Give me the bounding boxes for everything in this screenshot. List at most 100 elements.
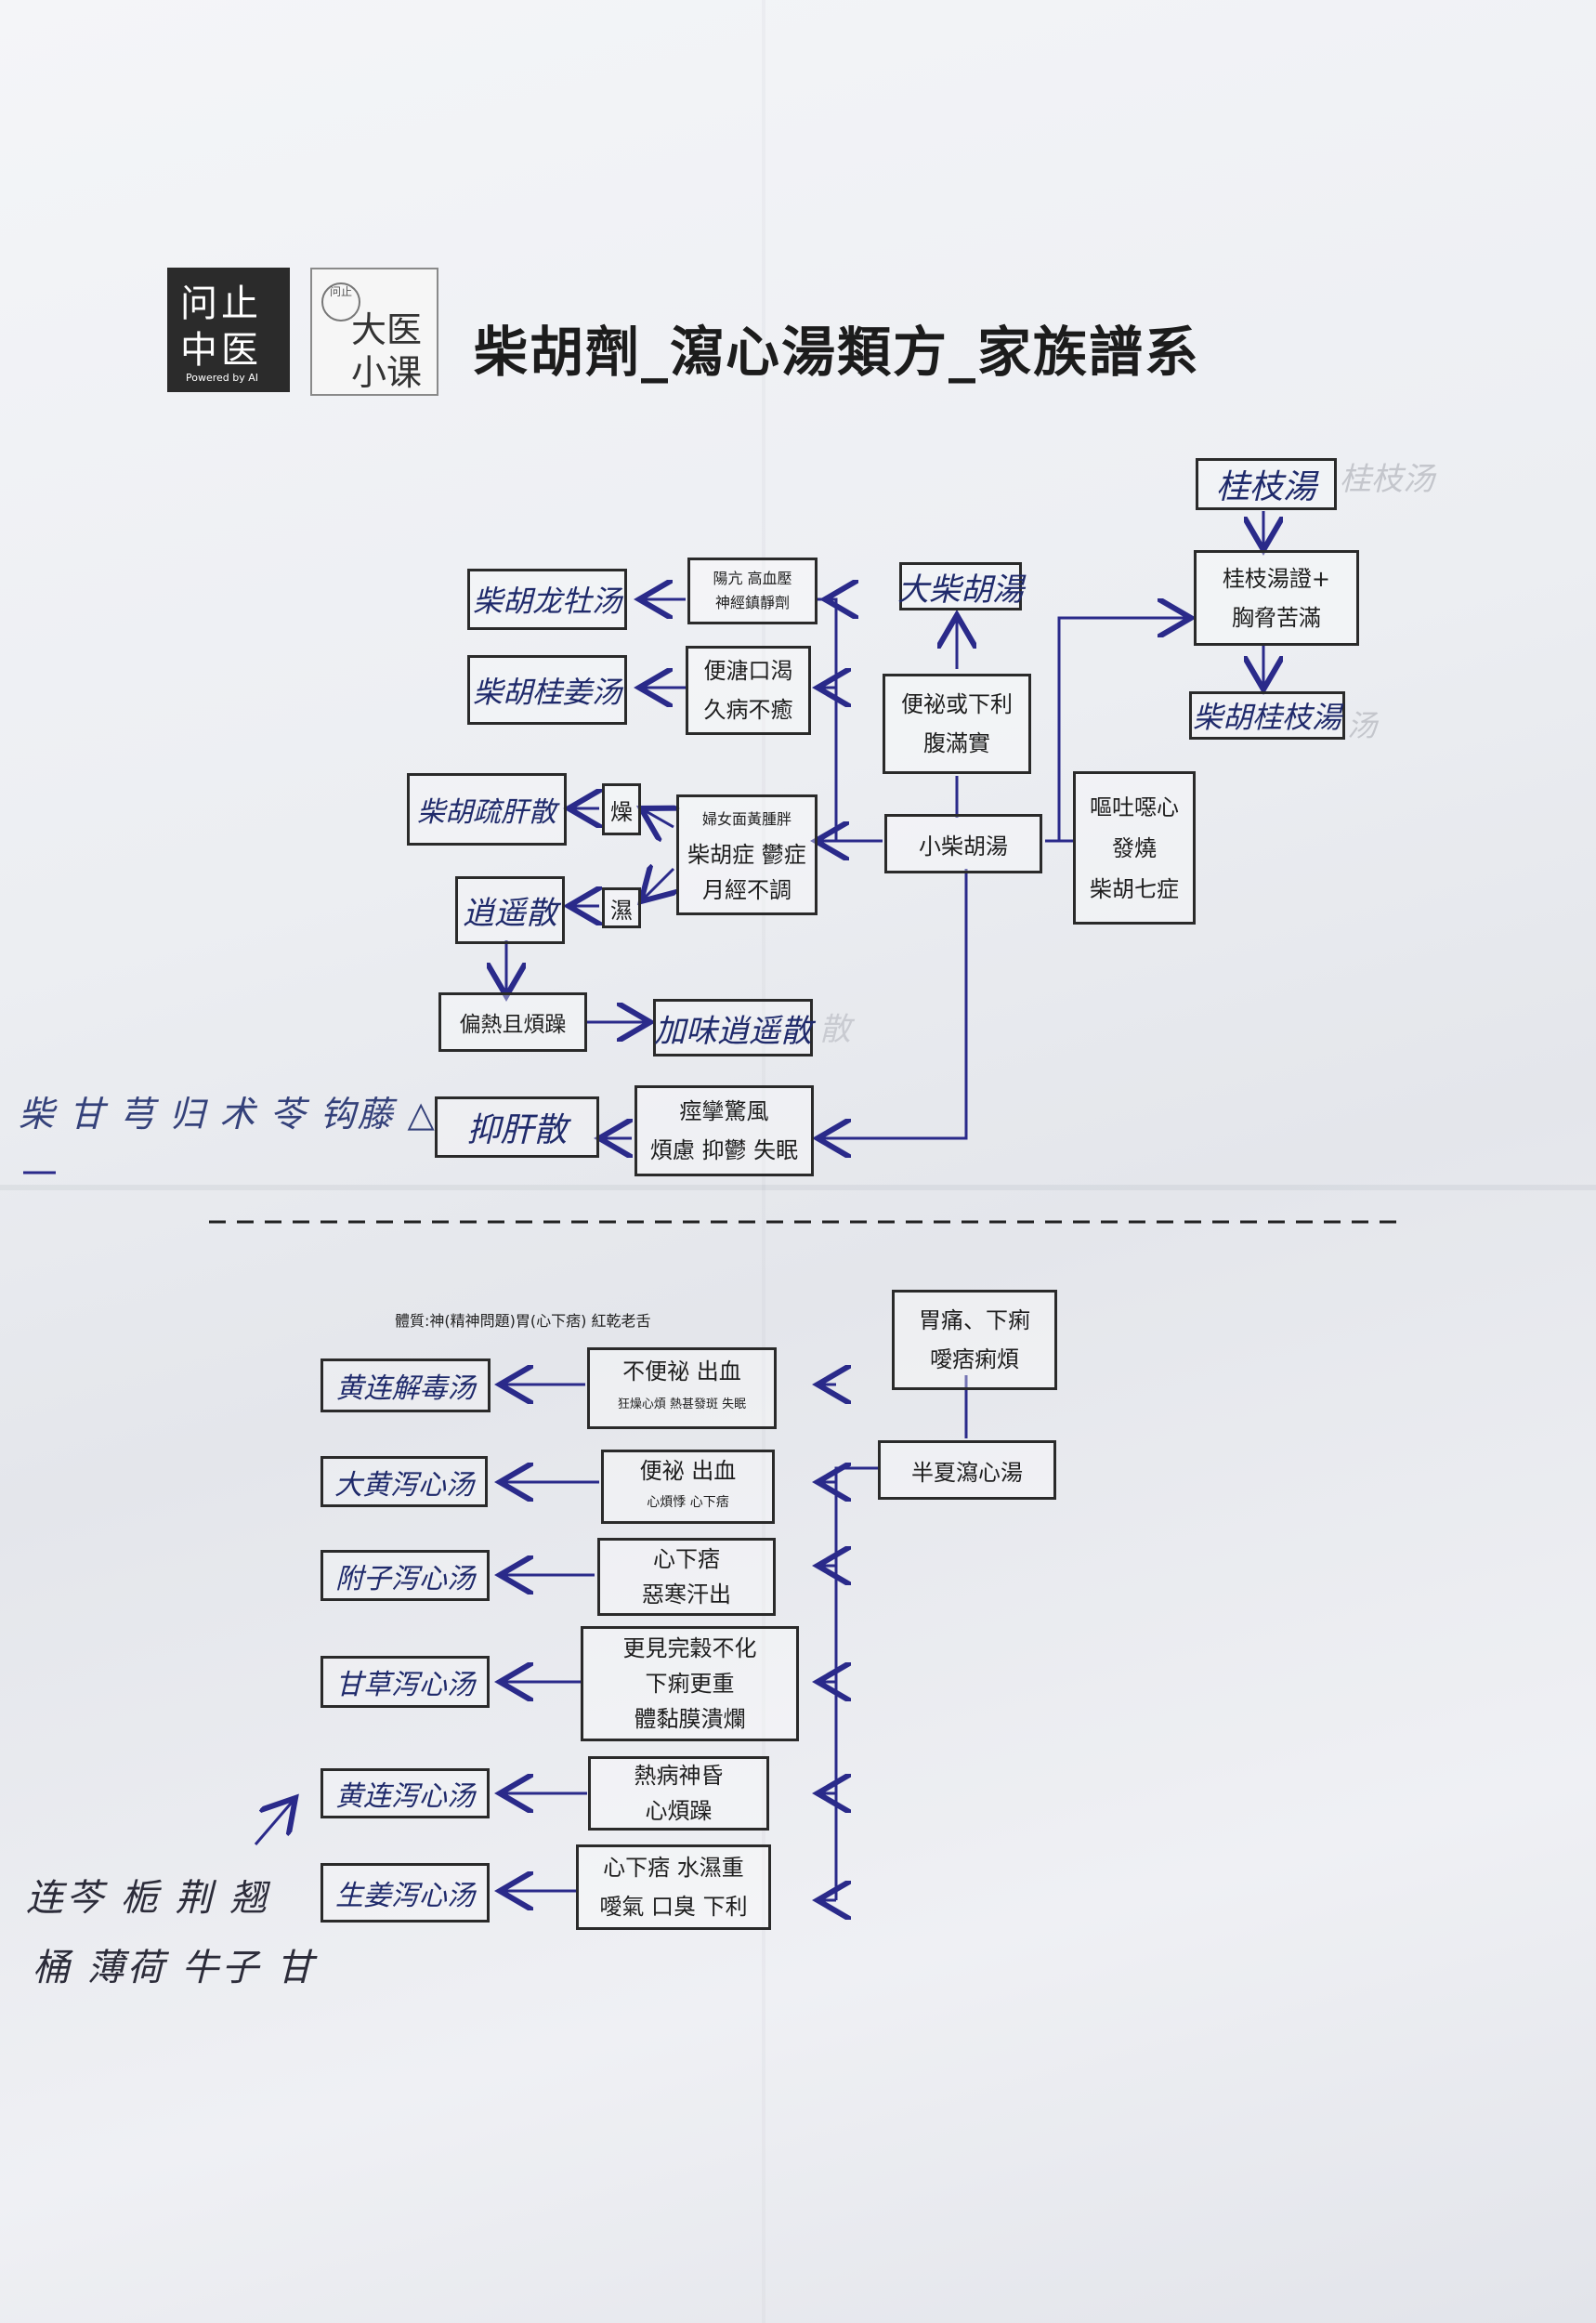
tizhi-label: 體質:神(精神問題)胃(心下痞) 紅乾老舌 bbox=[395, 1312, 651, 1330]
cond-6-line1: 心下痞 水濕重 bbox=[603, 1855, 744, 1881]
outu-line2: 發燒 bbox=[1112, 834, 1157, 861]
herb-note-line2: 桶 薄荷 牛子 甘 bbox=[33, 1947, 317, 1989]
bianqing-line1: 便溏口渴 bbox=[703, 658, 793, 684]
cond-row-5: 熱病神昏 心煩躁 bbox=[588, 1756, 769, 1831]
box-jingluan: 痙攣驚風 煩慮 抑鬱 失眠 bbox=[634, 1085, 814, 1176]
cond-row-2: 便祕 出血 心煩悸 心下痞 bbox=[601, 1450, 775, 1524]
box-bianmi: 便祕或下利 腹滿實 bbox=[883, 674, 1031, 774]
margin-note-yigan: 柴 甘 芎 归 术 苓 钩藤 △ bbox=[19, 1094, 437, 1135]
cond-row-1: 不便祕 出血 狂燥心煩 熱甚發斑 失眠 bbox=[587, 1347, 777, 1429]
box-zao: 燥 bbox=[602, 783, 641, 835]
outu-line3: 柴胡七症 bbox=[1090, 875, 1179, 902]
xiaoyao-label: 逍遥散 bbox=[463, 895, 557, 932]
herb-note-line1: 连芩 栀 荆 翘 bbox=[26, 1877, 270, 1920]
funu-line2: 柴胡症 鬱症 bbox=[687, 842, 806, 868]
cond-6-line2: 噯氣 口臭 下利 bbox=[599, 1894, 748, 1920]
banxia-label: 半夏瀉心湯 bbox=[911, 1459, 1023, 1486]
cond-row-3: 心下痞 惡寒汗出 bbox=[597, 1538, 776, 1616]
paper-fold bbox=[0, 1185, 1596, 1190]
cond-row-6: 心下痞 水濕重 噯氣 口臭 下利 bbox=[576, 1844, 771, 1930]
box-weitong: 胃痛、下痢 噯痞痢煩 bbox=[892, 1290, 1057, 1390]
formula-row-5: 黄连泻心汤 bbox=[321, 1768, 490, 1818]
jiawei-faint-text: 散 bbox=[819, 1011, 851, 1048]
weitong-line2: 噯痞痢煩 bbox=[930, 1346, 1019, 1372]
guizhi-faint-text: 桂枝汤 bbox=[1340, 461, 1434, 498]
da-chaihu-label: 大柴胡湯 bbox=[897, 571, 1024, 609]
box-guizhi-zheng: 桂枝湯證+ 胸脅苦滿 bbox=[1194, 550, 1359, 646]
cond-3-line1: 心下痞 bbox=[653, 1546, 720, 1572]
logo-powered-text: Powered by AI bbox=[186, 372, 259, 384]
guizhi-tang-label: 桂枝湯 bbox=[1215, 468, 1316, 506]
chaihu-guizhi-right-label: 柴胡桂枝湯 bbox=[1192, 700, 1341, 735]
formula-6-label: 生姜泻心汤 bbox=[335, 1880, 475, 1912]
formula-1-label: 黄连解毒汤 bbox=[335, 1372, 476, 1405]
box-funu: 婦女面黃腫胖 柴胡症 鬱症 月經不調 bbox=[676, 794, 818, 915]
funu-line3: 月經不調 bbox=[702, 877, 791, 903]
xiao-chaihu-label: 小柴胡湯 bbox=[919, 833, 1008, 860]
chaihu-guizhi-faint-text: 汤 bbox=[1347, 708, 1378, 743]
funu-line1: 婦女面黃腫胖 bbox=[701, 810, 791, 828]
cond-2-line2: 心煩悸 心下痞 bbox=[647, 1495, 729, 1510]
formula-2-label: 大黄泻心汤 bbox=[334, 1468, 474, 1502]
logo-seal: 问止 bbox=[321, 282, 360, 322]
formula-row-6: 生姜泻心汤 bbox=[321, 1863, 490, 1923]
formula-5-label: 黄连泻心汤 bbox=[335, 1780, 475, 1813]
cond-5-line1: 熱病神昏 bbox=[634, 1763, 724, 1789]
yangkang-line1: 陽亢 高血壓 bbox=[713, 570, 792, 587]
box-guizhi-tang: 桂枝湯 bbox=[1196, 458, 1337, 510]
pianre-label: 偏熱且煩躁 bbox=[459, 1013, 567, 1037]
box-chaihu-guizhi-right: 柴胡桂枝湯 bbox=[1189, 691, 1345, 740]
zao-label: 燥 bbox=[610, 798, 633, 825]
box-banxia: 半夏瀉心湯 bbox=[878, 1440, 1056, 1500]
shi-label: 濕 bbox=[610, 897, 633, 924]
jiawei-label: 加味逍遥散 bbox=[654, 1012, 812, 1050]
longgu-label: 柴胡龙牡汤 bbox=[472, 584, 621, 619]
box-xiaoyao: 逍遥散 bbox=[455, 876, 565, 944]
bianmi-line1: 便祕或下利 bbox=[901, 691, 1013, 717]
box-outu: 嘔吐噁心 發燒 柴胡七症 bbox=[1073, 771, 1196, 925]
cond-1-line1: 不便祕 出血 bbox=[622, 1358, 741, 1385]
box-bianqing: 便溏口渴 久病不癒 bbox=[686, 646, 811, 735]
jingluan-line2: 煩慮 抑鬱 失眠 bbox=[649, 1137, 799, 1163]
cond-4-line1: 更見完穀不化 bbox=[622, 1635, 757, 1661]
shugan-label: 柴胡疏肝散 bbox=[417, 796, 556, 829]
guijiang-label: 柴胡桂姜汤 bbox=[472, 674, 621, 710]
box-shi: 濕 bbox=[602, 887, 641, 928]
logo-text-line2: 中医 bbox=[180, 329, 262, 372]
box-shugan: 柴胡疏肝散 bbox=[407, 773, 567, 846]
box-longgu: 柴胡龙牡汤 bbox=[467, 569, 627, 630]
weitong-line1: 胃痛、下痢 bbox=[919, 1307, 1030, 1333]
box-guijiang: 柴胡桂姜汤 bbox=[467, 655, 627, 725]
formula-row-1: 黄连解毒汤 bbox=[321, 1358, 491, 1412]
box-jiawei: 加味逍遥散 bbox=[653, 999, 813, 1057]
box-xiao-chaihu: 小柴胡湯 bbox=[884, 814, 1042, 873]
formula-row-2: 大黄泻心汤 bbox=[321, 1456, 488, 1507]
cond-row-4: 更見完穀不化 下痢更重 體黏膜潰爛 bbox=[581, 1626, 799, 1741]
cond-4-line3: 體黏膜潰爛 bbox=[634, 1706, 746, 1732]
jingluan-line1: 痙攣驚風 bbox=[679, 1098, 769, 1124]
yigan-label: 抑肝散 bbox=[466, 1111, 568, 1149]
guizhi-zheng-line2: 胸脅苦滿 bbox=[1232, 604, 1321, 631]
cond-5-line2: 心煩躁 bbox=[645, 1798, 713, 1824]
formula-row-3: 附子泻心汤 bbox=[321, 1550, 490, 1601]
guizhi-zheng-line1: 桂枝湯證+ bbox=[1222, 565, 1331, 592]
box-da-chaihu: 大柴胡湯 bbox=[897, 562, 1024, 610]
paper-fold-vertical bbox=[762, 0, 765, 2323]
cond-3-line2: 惡寒汗出 bbox=[642, 1581, 731, 1608]
formula-3-label: 附子泻心汤 bbox=[335, 1562, 475, 1595]
cond-4-line2: 下痢更重 bbox=[645, 1671, 735, 1697]
logo-text-line1: 问止 bbox=[180, 282, 262, 325]
box-yangkang: 陽亢 高血壓 神經鎮靜劑 bbox=[687, 558, 818, 624]
yangkang-line2: 神經鎮靜劑 bbox=[714, 594, 790, 611]
formula-4-label: 甘草泻心汤 bbox=[335, 1669, 475, 1701]
page-title: 柴胡劑_瀉心湯類方_家族譜系 bbox=[474, 321, 1201, 384]
cond-1-line2: 狂燥心煩 熱甚發斑 失眠 bbox=[617, 1398, 747, 1411]
logo2-line2: 小课 bbox=[351, 352, 423, 393]
cond-2-line1: 便祕 出血 bbox=[639, 1458, 737, 1484]
wenzhi-logo: 问止 中医 Powered by AI bbox=[167, 268, 290, 392]
logo2-line1: 大医 bbox=[351, 309, 423, 350]
bianqing-line2: 久病不癒 bbox=[703, 697, 793, 723]
box-yigan: 抑肝散 bbox=[435, 1096, 599, 1158]
box-pianre: 偏熱且煩躁 bbox=[438, 992, 587, 1052]
